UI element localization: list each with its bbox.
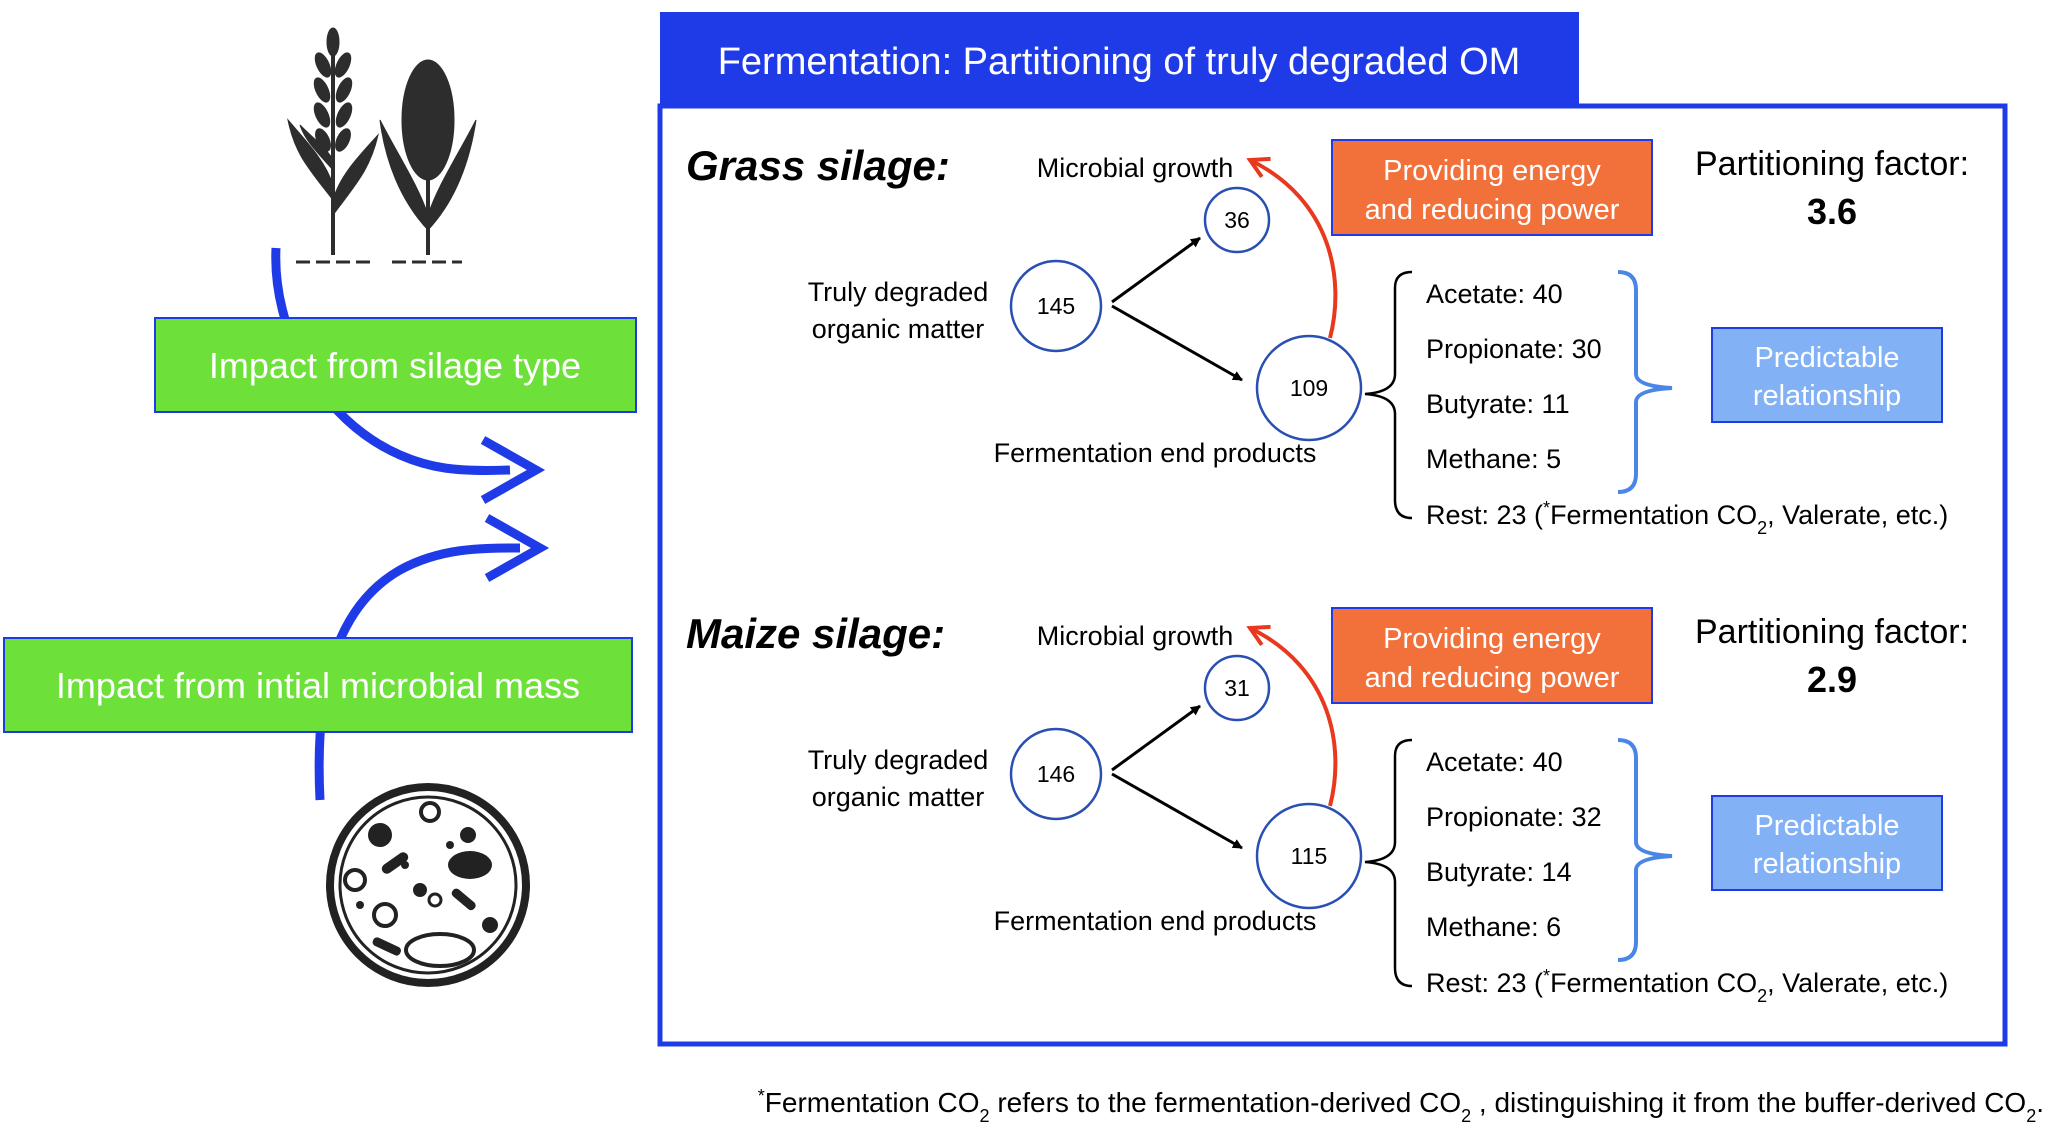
arrow-to-end-products (1111, 772, 1243, 850)
arrow-to-end-products (1111, 304, 1243, 382)
energy-box-line1: Providing energy (1383, 623, 1601, 655)
predictable-box (1711, 795, 1943, 891)
total-om-circle (1009, 259, 1103, 353)
page-title: Fermentation: Partitioning of truly degr… (718, 41, 1521, 83)
end-products-circle-value: 115 (1291, 843, 1328, 869)
footnote-sub1: 2 (980, 1106, 990, 1126)
product-item: Butyrate: 14 (1426, 857, 1572, 887)
partitioning-factor-value: 2.9 (1807, 659, 1857, 700)
microbial-growth-label: Microbial growth (1037, 153, 1234, 183)
rest-prefix: Rest: 23 ( (1426, 500, 1543, 530)
partitioning-factor-label: Partitioning factor: (1695, 613, 1969, 651)
predictable-box (1711, 327, 1943, 423)
partitioning-factor-label: Partitioning factor: (1695, 145, 1969, 183)
energy-box-line1: Providing energy (1383, 155, 1601, 187)
products-bracket (1364, 738, 1413, 988)
truly-degraded-label-1: Truly degraded (808, 277, 989, 307)
rest-suffix: , Valerate, etc.) (1767, 500, 1948, 530)
microbes-icon (326, 783, 530, 987)
partitioning-factor-value: 3.6 (1807, 191, 1857, 232)
total-om-circle (1009, 727, 1103, 821)
rest-sub: 2 (1757, 518, 1767, 538)
microbial-circle-value: 31 (1224, 675, 1250, 701)
footnote-part1: Fermentation CO (765, 1087, 980, 1118)
end-products-circle (1255, 802, 1363, 910)
truly-degraded-label-2: organic matter (812, 314, 985, 344)
rest-prefix: Rest: 23 ( (1426, 968, 1543, 998)
silage-type-box (154, 317, 637, 413)
footnote-part2: refers to the fermentation-derived CO (990, 1087, 1462, 1118)
energy-box (1331, 139, 1653, 236)
predictable-line1: Predictable (1754, 810, 1899, 842)
section-title: Grass silage: (686, 142, 950, 189)
total-om-circle-value: 146 (1037, 761, 1075, 787)
microbial-mass-label: Impact from intial microbial mass (56, 665, 580, 706)
footnote-star: * (758, 1086, 765, 1106)
rest-sub: 2 (1757, 986, 1767, 1006)
rest-item: Rest: 23 (*Fermentation CO2, Valerate, e… (1426, 966, 1948, 1006)
total-om-circle-value: 145 (1037, 293, 1075, 319)
section-title: Maize silage: (686, 610, 945, 657)
footnote-sub2: 2 (1461, 1106, 1471, 1126)
predictable-bracket (1617, 738, 1673, 962)
energy-box-line2: and reducing power (1365, 662, 1620, 694)
product-item: Propionate: 32 (1426, 802, 1602, 832)
truly-degraded-label-1: Truly degraded (808, 745, 989, 775)
arrow-to-microbial (1111, 236, 1201, 304)
energy-box (1331, 607, 1653, 704)
predictable-line2: relationship (1753, 380, 1901, 412)
product-item: Acetate: 40 (1426, 747, 1563, 777)
microbial-circle-value: 36 (1224, 207, 1250, 233)
energy-arrow (1250, 628, 1338, 807)
silage-type-label: Impact from silage type (209, 345, 581, 386)
energy-arrow (1250, 160, 1338, 339)
microbial-circle (1203, 654, 1271, 722)
product-item: Methane: 6 (1426, 912, 1561, 942)
microbial-mass-arrowhead (484, 514, 550, 582)
rest-star: * (1543, 966, 1550, 986)
products-bracket (1364, 270, 1413, 520)
title-bar (660, 12, 1579, 108)
microbial-growth-label: Microbial growth (1037, 621, 1234, 651)
microbial-circle (1203, 186, 1271, 254)
end-products-label: Fermentation end products (994, 438, 1317, 468)
product-item: Butyrate: 11 (1426, 389, 1570, 419)
microbial-mass-box (3, 637, 633, 733)
rest-star: * (1543, 498, 1550, 518)
plant-icon (287, 27, 477, 264)
end-products-circle (1255, 334, 1363, 442)
arrow-to-microbial (1111, 704, 1201, 772)
silage-type-arrowhead (480, 436, 546, 504)
truly-degraded-label-2: organic matter (812, 782, 985, 812)
footnote-part4: . (2036, 1087, 2044, 1118)
footnote-sub3: 2 (2026, 1106, 2036, 1126)
footnote: *Fermentation CO2 refers to the fermenta… (758, 1086, 2044, 1126)
footnote-part3: , distinguishing it from the buffer-deri… (1471, 1087, 2026, 1118)
rest-suffix: , Valerate, etc.) (1767, 968, 1948, 998)
product-item: Acetate: 40 (1426, 279, 1563, 309)
predictable-bracket (1617, 270, 1673, 494)
end-products-circle-value: 109 (1290, 375, 1328, 401)
predictable-line2: relationship (1753, 848, 1901, 880)
end-products-label: Fermentation end products (994, 906, 1317, 936)
rest-item: Rest: 23 (*Fermentation CO2, Valerate, e… (1426, 498, 1948, 538)
product-item: Methane: 5 (1426, 444, 1561, 474)
product-item: Propionate: 30 (1426, 334, 1602, 364)
silage-type-arrow (271, 247, 511, 475)
energy-box-line2: and reducing power (1365, 194, 1620, 226)
rest-main: Fermentation CO (1550, 968, 1757, 998)
predictable-line1: Predictable (1754, 342, 1899, 374)
rest-main: Fermentation CO (1550, 500, 1757, 530)
